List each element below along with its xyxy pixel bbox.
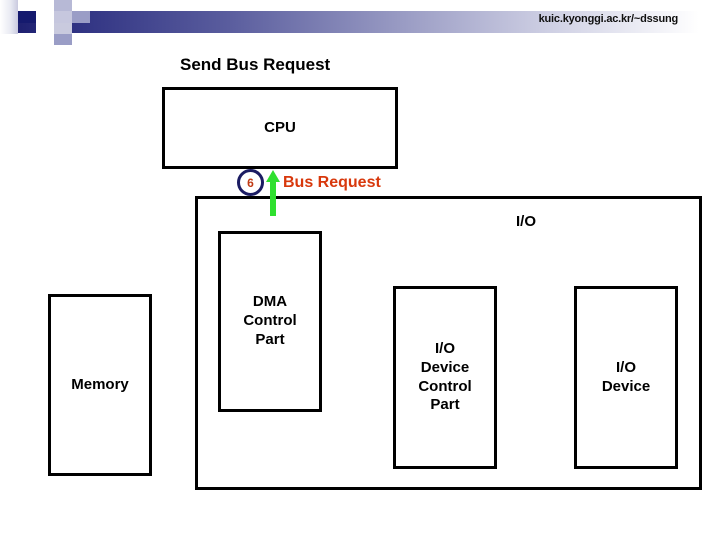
- step-number-badge: 6: [237, 169, 264, 196]
- header-url-text: kuic.kyonggi.ac.kr/~dssung: [538, 13, 679, 25]
- bus-request-label: Bus Request: [283, 174, 381, 191]
- bus-request-arrow-icon: [266, 170, 280, 216]
- header-decor-square: [54, 11, 72, 23]
- memory-box: Memory: [48, 294, 152, 476]
- arrow-shaft: [270, 180, 276, 216]
- header-band: kuic.kyonggi.ac.kr/~dssung: [0, 0, 720, 45]
- header-decor-square: [36, 23, 54, 34]
- io-device-control-part-label: I/O Device Control Part: [418, 340, 472, 414]
- cpu-box-label: CPU: [264, 118, 296, 136]
- header-decor-square: [54, 34, 72, 45]
- header-decor-square: [36, 11, 54, 23]
- dma-control-part-box: DMA Control Part: [218, 231, 322, 412]
- header-decor-square-dark: [18, 11, 36, 23]
- header-decor-square: [72, 0, 90, 11]
- header-decor-square: [72, 11, 90, 23]
- header-decor-square: [54, 0, 72, 11]
- arrow-head: [266, 170, 280, 182]
- io-device-box: I/O Device: [574, 286, 678, 469]
- io-device-label: I/O Device: [601, 358, 651, 395]
- io-container-label: I/O: [516, 213, 537, 230]
- memory-box-label: Memory: [71, 375, 129, 393]
- page-title: Send Bus Request: [180, 55, 331, 74]
- header-gradient-bar: [18, 11, 720, 33]
- dma-control-part-label: DMA Control Part: [243, 293, 297, 348]
- cpu-box: CPU: [162, 87, 398, 169]
- header-decor-square: [54, 23, 72, 34]
- header-decor-square: [36, 0, 54, 11]
- header-decor-square: [0, 0, 18, 34]
- io-device-control-part-box: I/O Device Control Part: [393, 286, 497, 469]
